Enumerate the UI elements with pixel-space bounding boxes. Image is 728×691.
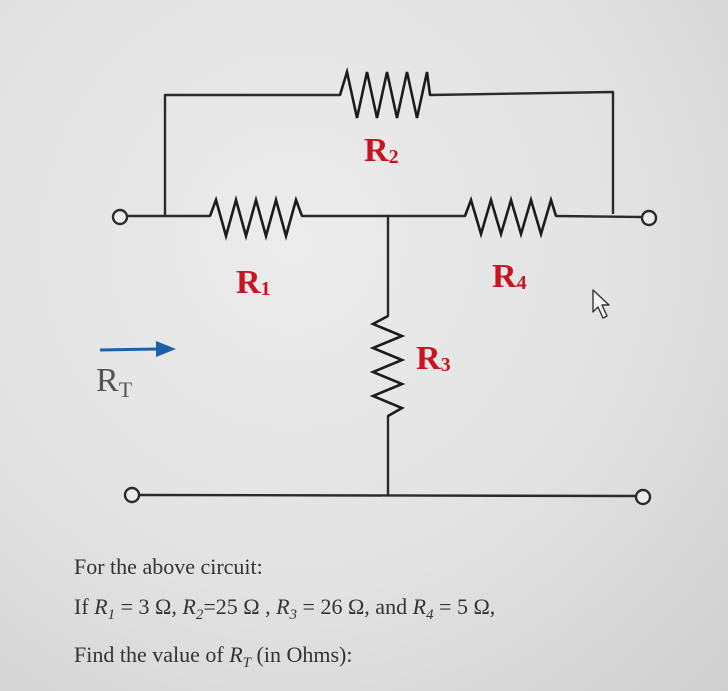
terminal-bottom-left	[123, 486, 141, 504]
bottom-rail-wire	[138, 493, 637, 498]
resistor-r1	[208, 195, 304, 241]
rt-arrow-icon	[99, 341, 176, 357]
label-r2: R2	[364, 132, 399, 169]
mouse-pointer-icon	[592, 289, 610, 319]
resistor-r2	[338, 66, 432, 119]
problem-line-1: For the above circuit:	[74, 554, 263, 579]
label-r3: R3	[416, 340, 451, 377]
resistor-r4	[463, 195, 558, 239]
label-r4: R4	[492, 258, 527, 295]
terminal-top-left	[111, 208, 129, 226]
label-r1: R1	[236, 264, 271, 301]
terminal-top-right	[640, 209, 658, 227]
problem-line-3: Find the value of RT (in Ohms):	[74, 642, 353, 671]
right-terminal-wire	[554, 214, 642, 219]
terminal-bottom-right	[634, 488, 652, 506]
top-bypass-wire	[163, 90, 615, 217]
label-rt: RT	[96, 362, 133, 402]
resistor-r3	[369, 314, 406, 418]
problem-line-2: If R1 = 3 Ω, R2=25 Ω , R3 = 26 Ω, and R4…	[74, 594, 496, 623]
